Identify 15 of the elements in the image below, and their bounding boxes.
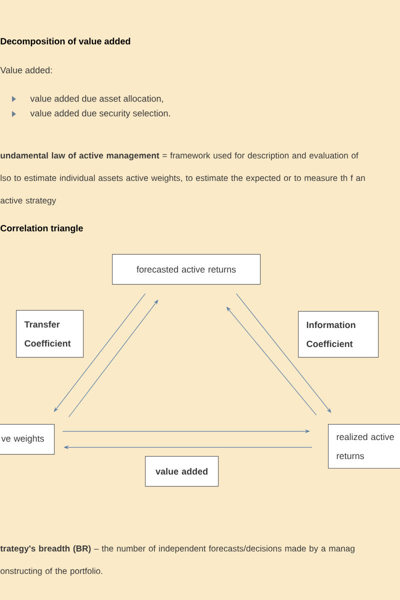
paragraph: trategy's breadth (BR) – the number of independent forecasts/decisions made by a manag onstructing of the portfolio.: [0, 545, 354, 576]
text-box: value added: [145, 456, 219, 487]
arrow: [68, 300, 158, 418]
text-box: forecasted active returns: [112, 254, 261, 285]
text-box: ve weights: [0, 424, 55, 455]
text: Value added:: [0, 66, 52, 74]
bullet-item: value added due asset allocation,: [12, 95, 163, 103]
arrow: [236, 293, 332, 413]
text-box: realized active returns: [328, 424, 400, 469]
heading: Correlation triangle: [0, 224, 83, 234]
coefficient-box: Transfer Coefficient: [16, 310, 84, 358]
bullet-item: value added due security selection.: [12, 110, 170, 118]
paragraph: undamental law of active management = framework used for description and evaluation of lso to estimate individual assets active weights, to estimate the expected or to measure th f an active strategy: [0, 152, 365, 206]
heading: Decomposition of value added: [0, 38, 130, 46]
coefficient-box: Information Coefficient: [298, 311, 379, 358]
